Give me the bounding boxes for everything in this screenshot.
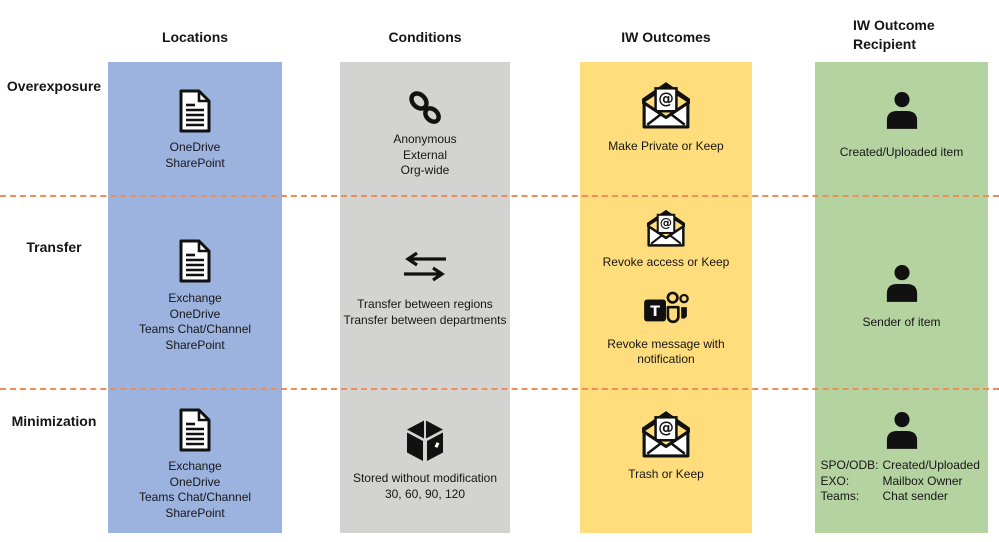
cell-transfer-locations: Exchange OneDrive Teams Chat/Channel Sha… (108, 195, 282, 389)
recipient-mapping-row: EXO: Mailbox Owner (821, 474, 987, 490)
column-header-iw-outcome-recipient: IW Outcome Recipient (853, 16, 993, 54)
location-label: Teams Chat/Channel (138, 490, 252, 504)
transfer-arrows-icon (402, 252, 448, 282)
outcome-label: Revoke message with (607, 336, 725, 351)
condition-label: Transfer between regions (357, 297, 493, 311)
column-header-locations: Locations (161, 29, 229, 45)
person-icon (885, 264, 919, 302)
mail-at-icon (641, 81, 691, 129)
outcome-label: notification (637, 352, 695, 366)
recipient-value: Chat sender (882, 489, 948, 503)
location-label: OneDrive (169, 140, 221, 154)
condition-label: 30, 60, 90, 120 (384, 486, 466, 501)
storage-box-icon (405, 420, 445, 462)
location-label: Exchange (168, 291, 222, 305)
recipient-mapping-table: SPO/ODB: Created/Uploaded EXO: Mailbox O… (817, 458, 987, 505)
condition-label: External (402, 147, 448, 162)
cell-minimization-conditions: Stored without modification 30, 60, 90, … (340, 389, 510, 533)
recipient-mapping-row: Teams: Chat sender (821, 489, 987, 505)
outcome-label: Revoke access or Keep (602, 255, 730, 269)
recipient-value: Mailbox Owner (882, 473, 963, 488)
location-label: SharePoint (165, 337, 225, 352)
recipient-service-label: SPO/ODB: (820, 458, 879, 472)
column-header-iw-outcomes: IW Outcomes (621, 29, 711, 45)
document-icon (178, 408, 212, 452)
conditions-column-band (340, 62, 510, 533)
cell-minimization-recipient: SPO/ODB: Created/Uploaded EXO: Mailbox O… (815, 389, 988, 533)
location-label: Exchange (168, 459, 222, 473)
teams-icon (642, 291, 690, 329)
row-label-minimization: Minimization (11, 413, 97, 429)
recipient-label: Created/Uploaded item (839, 145, 964, 159)
document-icon (178, 239, 212, 283)
cell-transfer-recipient: Sender of item (815, 195, 988, 389)
condition-label: Anonymous (393, 132, 457, 146)
row-label-transfer: Transfer (26, 239, 82, 255)
recipient-label: Sender of item (862, 315, 941, 329)
mail-at-icon (646, 209, 686, 247)
cell-transfer-outcomes: Revoke access or Keep Revoke message wit… (580, 195, 752, 389)
cell-overexposure-conditions: Anonymous External Org-wide (340, 62, 510, 195)
recipient-value: Created/Uploaded (882, 458, 980, 472)
cell-minimization-outcomes: Trash or Keep (580, 389, 752, 533)
location-label: SharePoint (165, 505, 225, 520)
column-header-line: IW Outcome (853, 17, 935, 33)
recipient-service-label: EXO: (820, 473, 850, 488)
location-label: SharePoint (165, 155, 225, 170)
cell-minimization-locations: Exchange OneDrive Teams Chat/Channel Sha… (108, 389, 282, 533)
column-header-line: Recipient (853, 36, 917, 52)
condition-label: Stored without modification (352, 471, 498, 485)
cell-overexposure-recipient: Created/Uploaded item (815, 62, 988, 195)
condition-label: Org-wide (400, 163, 450, 177)
person-icon (885, 411, 919, 449)
row-divider-dashed (0, 388, 999, 390)
location-label: Teams Chat/Channel (138, 322, 252, 336)
document-icon (178, 89, 212, 133)
row-divider-dashed (0, 195, 999, 197)
column-header-conditions: Conditions (388, 29, 462, 45)
mail-at-icon (641, 410, 691, 458)
outcome-label: Trash or Keep (628, 467, 704, 481)
location-label: OneDrive (169, 474, 221, 489)
cell-transfer-conditions: Transfer between regions Transfer betwee… (340, 195, 510, 389)
locations-column-band (108, 62, 282, 533)
link-icon (407, 91, 443, 125)
outcome-label: Make Private or Keep (608, 139, 724, 153)
location-label: OneDrive (169, 306, 221, 321)
row-label-overexposure: Overexposure (6, 78, 102, 94)
recipient-service-label: Teams: (820, 489, 860, 503)
person-icon (885, 91, 919, 129)
cell-overexposure-outcomes: Make Private or Keep (580, 62, 752, 195)
recipient-mapping-row: SPO/ODB: Created/Uploaded (821, 458, 987, 474)
cell-overexposure-locations: OneDrive SharePoint (108, 62, 282, 195)
condition-label: Transfer between departments (343, 312, 507, 327)
